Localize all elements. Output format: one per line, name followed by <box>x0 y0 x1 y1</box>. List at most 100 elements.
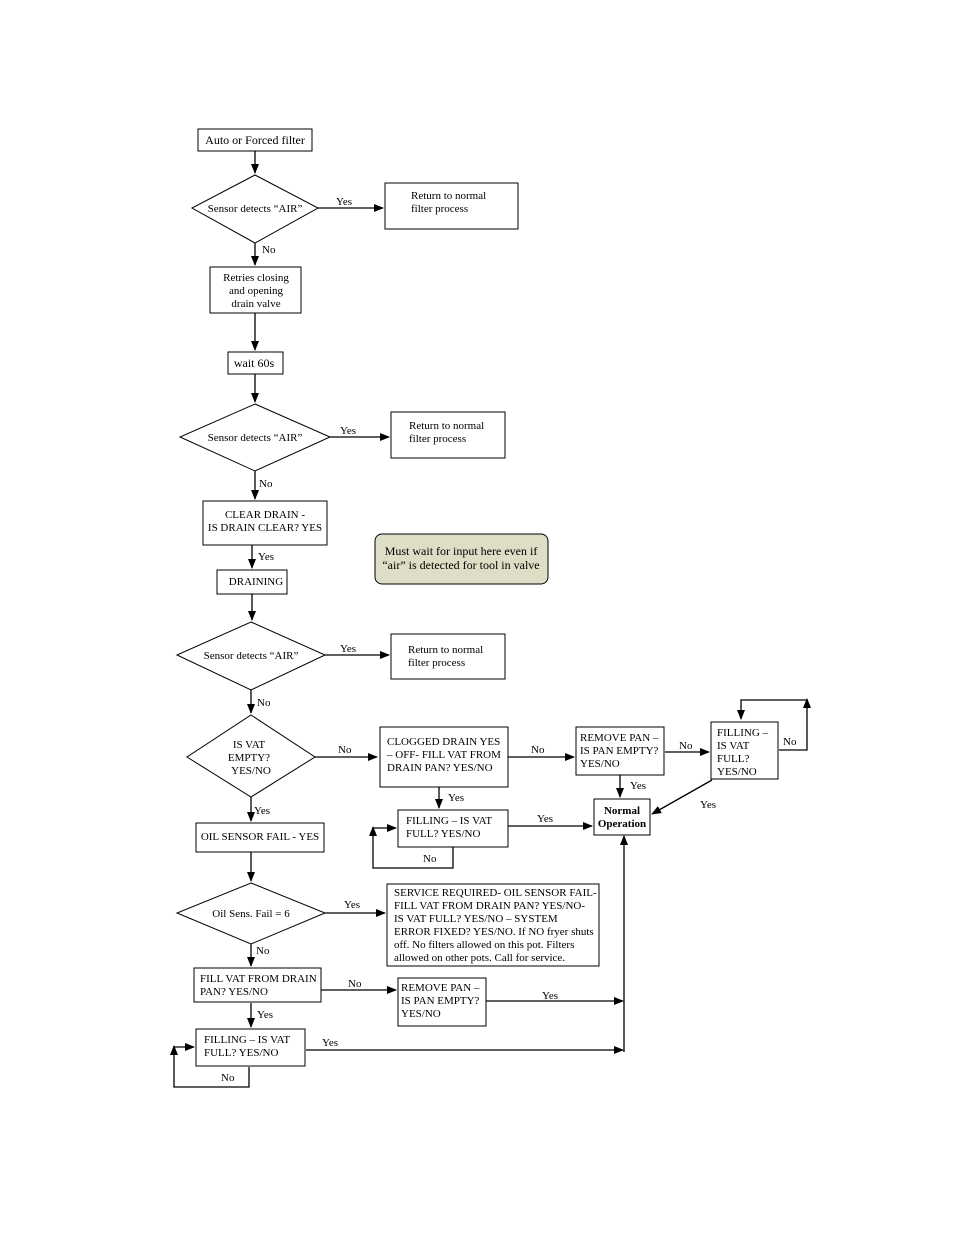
decision-vat-empty: IS VAT EMPTY? YES/NO <box>186 714 316 798</box>
edge-label-yes: Yes <box>344 899 360 911</box>
edge-label-no: No <box>259 478 273 490</box>
filling-line: FILLING – IS VAT <box>204 1034 290 1046</box>
remove-pan-line: REMOVE PAN – <box>580 732 659 744</box>
fill-vat-box: FILL VAT FROM DRAIN PAN? YES/NO <box>193 967 322 1003</box>
remove-pan-box-2: REMOVE PAN – IS PAN EMPTY? YES/NO <box>397 977 487 1027</box>
vat-empty-line: EMPTY? <box>228 752 270 764</box>
service-required-box: SERVICE REQUIRED- OIL SENSOR FAIL- FILL … <box>386 883 600 967</box>
remove-pan-line: YES/NO <box>580 758 620 770</box>
filling-line: YES/NO <box>717 766 757 778</box>
filling-line: FULL? YES/NO <box>406 828 481 840</box>
start-box: Auto or Forced filter <box>197 128 313 152</box>
return-normal-line: Return to normal <box>409 420 484 432</box>
service-required-line: ERROR FIXED? YES/NO. If NO fryer shuts <box>394 926 594 938</box>
note-line: Must wait for input here even if <box>385 544 538 558</box>
edge-label-no: No <box>221 1072 235 1084</box>
clear-drain-line: CLEAR DRAIN - <box>225 509 305 521</box>
edge-label-yes: Yes <box>537 813 553 825</box>
edge-label-yes: Yes <box>700 799 716 811</box>
clogged-drain-line: CLOGGED DRAIN YES <box>387 736 500 748</box>
edge-label-yes: Yes <box>254 805 270 817</box>
normal-operation-line: Normal <box>604 805 640 817</box>
decision-label: Sensor detects “AIR” <box>204 650 299 662</box>
service-required-line: IS VAT FULL? YES/NO – SYSTEM <box>394 913 558 925</box>
edge-label-no: No <box>338 744 352 756</box>
return-normal-line: Return to normal <box>411 190 486 202</box>
edge-label-no: No <box>256 945 270 957</box>
start-label: Auto or Forced filter <box>205 133 305 147</box>
filling-box-3: FILLING – IS VAT FULL? YES/NO <box>195 1028 306 1067</box>
decision-oil-sens-fail: Oil Sens. Fail = 6 <box>175 882 327 945</box>
service-required-line: FILL VAT FROM DRAIN PAN? YES/NO- <box>394 900 585 912</box>
retries-line: Retries closing <box>223 272 289 284</box>
retries-line: and opening <box>229 285 284 297</box>
edge-label-yes: Yes <box>448 792 464 804</box>
filling-line: FILLING – <box>717 727 769 739</box>
edge-label-no: No <box>257 697 271 709</box>
note-box: Must wait for input here even if “air” i… <box>374 533 549 585</box>
edge-labels: Yes No Yes No Yes Yes No No No No No Yes… <box>221 196 797 1084</box>
fill-vat-line: PAN? YES/NO <box>200 986 268 998</box>
clogged-drain-line: – OFF- FILL VAT FROM <box>386 749 501 761</box>
remove-pan-line: IS PAN EMPTY? <box>401 995 480 1007</box>
retries-box: Retries closing and opening drain valve <box>209 266 302 314</box>
edge-label-no: No <box>262 244 276 256</box>
clear-drain-box: CLEAR DRAIN - IS DRAIN CLEAR? YES <box>202 500 328 546</box>
connectors <box>170 151 811 1088</box>
return-normal-line: filter process <box>411 203 468 215</box>
draining-label: DRAINING <box>229 576 283 588</box>
wait-box: wait 60s <box>227 351 284 375</box>
return-normal-box-1: Return to normal filter process <box>384 182 519 230</box>
draining-box: DRAINING <box>216 569 288 595</box>
return-normal-line: Return to normal <box>408 644 483 656</box>
edge-label-yes: Yes <box>258 551 274 563</box>
fill-vat-line: FILL VAT FROM DRAIN <box>200 973 317 985</box>
service-required-line: off. No filters allowed on this pot. Fil… <box>394 939 574 951</box>
return-normal-line: filter process <box>409 433 466 445</box>
remove-pan-line: REMOVE PAN – <box>401 982 480 994</box>
oil-sensor-fail-label: OIL SENSOR FAIL - YES <box>201 831 319 843</box>
decision-sensor-air-1: Sensor detects “AIR” <box>190 174 320 244</box>
clogged-drain-line: DRAIN PAN? YES/NO <box>387 762 493 774</box>
filling-line: FULL? <box>717 753 750 765</box>
decision-sensor-air-2: Sensor detects “AIR” <box>178 403 332 472</box>
service-required-line: SERVICE REQUIRED- OIL SENSOR FAIL- <box>394 887 597 899</box>
filling-line: IS VAT <box>717 740 750 752</box>
filling-line: FULL? YES/NO <box>204 1047 279 1059</box>
vat-empty-line: YES/NO <box>231 765 271 777</box>
wait-label: wait 60s <box>234 356 275 370</box>
normal-operation-box: Normal Operation <box>593 798 651 836</box>
filling-box-2: FILLING – IS VAT FULL? YES/NO <box>397 809 509 848</box>
return-normal-box-2: Return to normal filter process <box>390 411 506 459</box>
edge-label-no: No <box>531 744 545 756</box>
service-required-line: allowed on other pots. Call for service. <box>394 952 565 964</box>
remove-pan-line: YES/NO <box>401 1008 441 1020</box>
decision-label: Sensor detects “AIR” <box>208 203 303 215</box>
edge-label-yes: Yes <box>322 1037 338 1049</box>
oil-sensor-fail-box: OIL SENSOR FAIL - YES <box>195 822 325 853</box>
decision-label: Sensor detects “AIR” <box>208 432 303 444</box>
normal-operation-line: Operation <box>598 818 646 830</box>
decision-sensor-air-3: Sensor detects “AIR” <box>175 621 327 691</box>
edge-label-no: No <box>783 736 797 748</box>
retries-line: drain valve <box>231 298 280 310</box>
edge-label-yes: Yes <box>542 990 558 1002</box>
vat-empty-line: IS VAT <box>233 739 266 751</box>
edge-label-yes: Yes <box>336 196 352 208</box>
return-normal-box-3: Return to normal filter process <box>390 633 506 680</box>
remove-pan-line: IS PAN EMPTY? <box>580 745 659 757</box>
filling-line: FILLING – IS VAT <box>406 815 492 827</box>
clogged-drain-box: CLOGGED DRAIN YES – OFF- FILL VAT FROM D… <box>379 726 509 788</box>
edge-label-yes: Yes <box>340 425 356 437</box>
edge-label-yes: Yes <box>340 643 356 655</box>
edge-label-yes: Yes <box>257 1009 273 1021</box>
edge-label-no: No <box>679 740 693 752</box>
edge-label-no: No <box>348 978 362 990</box>
edge-label-yes: Yes <box>630 780 646 792</box>
note-line: “air” is detected for tool in valve <box>382 558 539 572</box>
decision-label: Oil Sens. Fail = 6 <box>212 908 290 920</box>
filling-box-1: FILLING – IS VAT FULL? YES/NO <box>710 721 779 780</box>
clear-drain-line: IS DRAIN CLEAR? YES <box>208 522 322 534</box>
edge-label-no: No <box>423 853 437 865</box>
